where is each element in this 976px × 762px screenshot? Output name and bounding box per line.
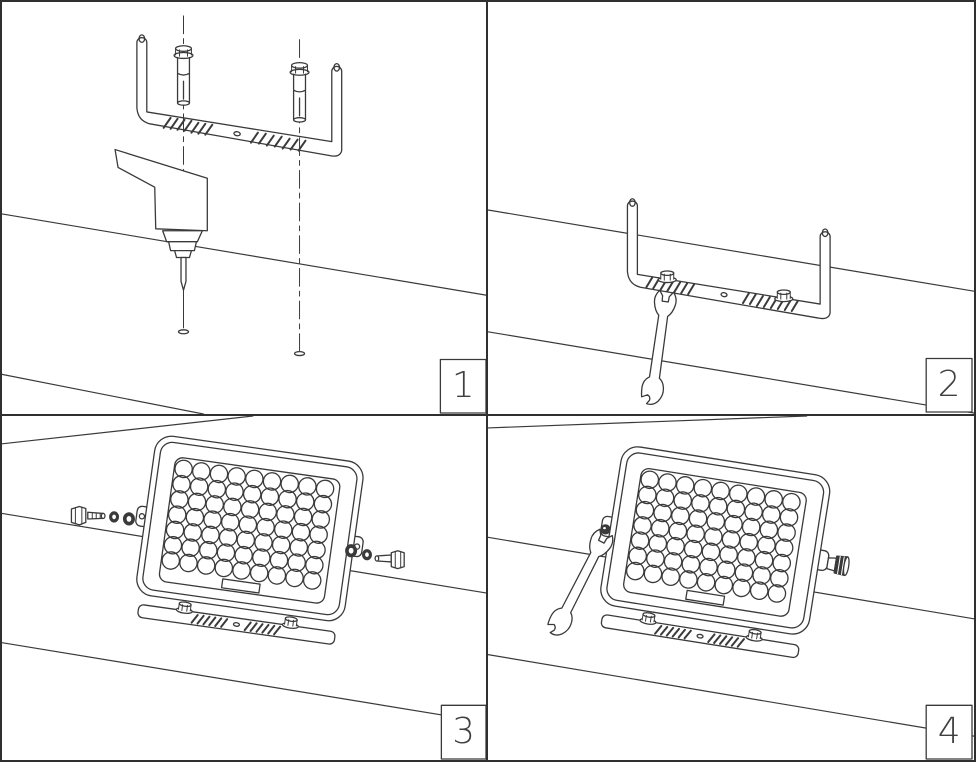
bracket-eyelet-left [628,198,636,207]
side-hardware-right [345,544,405,570]
open-end-wrench-icon [640,289,677,406]
floodlight-lens-frame [158,457,341,604]
led-lens-grid [161,459,335,590]
bracket-eyelet-right [821,228,829,238]
expansion-anchor-right-icon [289,61,310,123]
floodlight-inner-frame [142,441,358,616]
floodlight-body [136,435,364,622]
base-slot-hatching [654,625,745,648]
panel-step-1: 1 [2,2,488,416]
panel-1-drawing: 1 [2,15,486,414]
flat-washer-icon [345,544,358,558]
drill-hole-left [177,329,190,335]
step-number: 1 [452,365,475,406]
bracket-center-hole [720,292,728,298]
base-center-hole [232,622,241,627]
bracket-base [137,604,336,645]
floodlight-inner-frame [606,452,825,629]
panel-step-2: 2 [488,2,974,416]
step-number-box: 1 [439,358,486,414]
spring-washer-icon [361,549,372,561]
bracket-eyelet-left [138,34,146,44]
led-lens-grid [625,470,801,603]
panel-step-4: 4 [488,416,974,760]
step-number-box: 3 [440,704,486,760]
wall-icon [488,209,974,414]
bracket-center-hole [233,131,241,137]
base-bolt-right-icon [281,616,299,629]
pivot-bolt-left-icon [600,524,611,535]
pivot-tab-left [600,515,613,538]
panel-step-3: 3 [2,416,488,760]
wall-icon [2,213,486,414]
expansion-anchor-left-icon [173,45,194,106]
flat-washer-icon [122,512,135,526]
side-hardware-left [70,505,135,526]
bracket-base [600,614,800,658]
bracket-eyelet-right [333,62,341,72]
base-center-hole [696,633,704,639]
pivot-tab-right [351,535,364,558]
base-bolt-right-icon [745,628,763,642]
floodlight-icon [135,435,364,645]
step-number: 2 [938,364,961,405]
pivot-tab-left [135,505,148,528]
side-knob-bolt-icon [826,555,850,577]
pivot-hole-left [138,513,146,520]
step-number-box: 2 [925,357,973,413]
floodlight-body [600,446,831,635]
floodlight-label-plate [220,578,261,594]
mounting-bracket-icon [136,34,343,157]
floodlight-lens-frame [623,467,807,617]
open-end-wrench-icon [547,528,614,636]
base-bolt-left-icon [175,601,193,615]
step-number: 3 [452,711,475,752]
step-number-box: 4 [925,704,973,760]
drill-hole-right [293,350,306,357]
spring-washer-icon [109,511,120,523]
drill-bit [180,256,187,291]
panel-2-drawing: 2 [488,198,974,414]
drill-icon [114,148,208,328]
base-slot-hatching [190,614,282,636]
hex-bolt-right-icon [774,289,794,303]
panel-4-drawing: 4 [488,416,974,760]
floodlight-icon [600,446,850,658]
step-number: 4 [938,711,961,752]
floodlight-label-plate [685,589,726,606]
base-bolt-left-icon [639,612,657,625]
hex-bolt-left-icon [657,270,677,284]
panel-3-drawing: 3 [2,416,486,760]
